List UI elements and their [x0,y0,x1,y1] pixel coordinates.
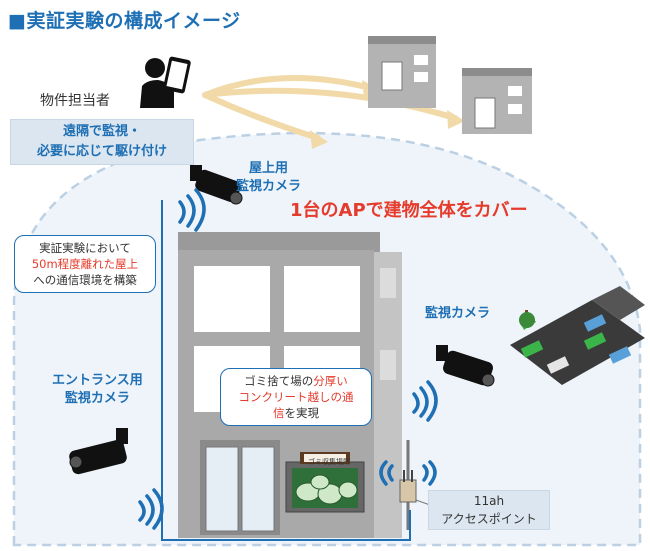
remote-building-2 [462,68,532,134]
person-with-tablet-icon [140,56,191,108]
remote-building-1 [368,36,436,108]
cable-line [161,200,411,541]
roof-camera-label-line2: 監視カメラ [236,179,302,194]
entrance-camera-label-line2: 監視カメラ [64,391,130,406]
garbage-sign: ゴミ収集場所 [308,458,350,466]
callout1-line1: 実証実験において [39,241,131,255]
ap-line1: 11ah [473,494,505,508]
callout1-line3: への通信環境を構築 [33,273,137,287]
roof-camera-label-line1: 屋上用 [249,161,289,176]
remote-box-line2: 必要に応じて駆け付け [36,144,167,159]
access-point-label: 11ah アクセスポイント [428,490,550,530]
remote-box-line1: 遠隔で監視・ [62,124,141,139]
entrance-camera-label: エントランス用 監視カメラ [52,372,143,408]
callout1-line2: 50m程度離れた屋上 [31,257,139,271]
entrance-camera-label-line1: エントランス用 [52,373,143,388]
page-title: ■実証実験の構成イメージ [8,10,241,32]
callout2-line3a: 信 [273,406,285,420]
callout2-line3b: を実現 [284,406,320,420]
monitor-camera-label: 監視カメラ [425,305,490,323]
wifi-signal-icon [138,188,438,530]
roof-camera-label: 屋上用 監視カメラ [236,160,301,196]
remote-action-box: 遠隔で監視・ 必要に応じて駆け付け [10,119,194,165]
callout2-line1b: 分厚い [313,374,348,388]
manager-label: 物件担当者 [40,93,110,109]
ap-line2: アクセスポイント [441,512,537,526]
callout2-line1a: ゴミ捨て場の [244,374,314,388]
roof-link-callout: 実証実験において 50m程度離れた屋上 への通信環境を構築 [14,235,156,293]
concrete-link-callout: ゴミ捨て場の分厚い コンクリート越しの通 信を実現 [220,368,372,426]
parking-lot-image [510,286,645,385]
coverage-caption: 1台のAPで建物全体をカバー [290,200,528,221]
callout2-line2: コンクリート越しの通 [238,390,354,404]
wireless-link-arrows [202,75,458,141]
roof-camera-icon [190,165,243,205]
entrance-camera-icon [69,428,128,475]
monitor-camera-icon [436,345,495,387]
monitor-camera-label-line1: 監視カメラ [425,306,491,321]
access-point-icon [399,440,417,530]
